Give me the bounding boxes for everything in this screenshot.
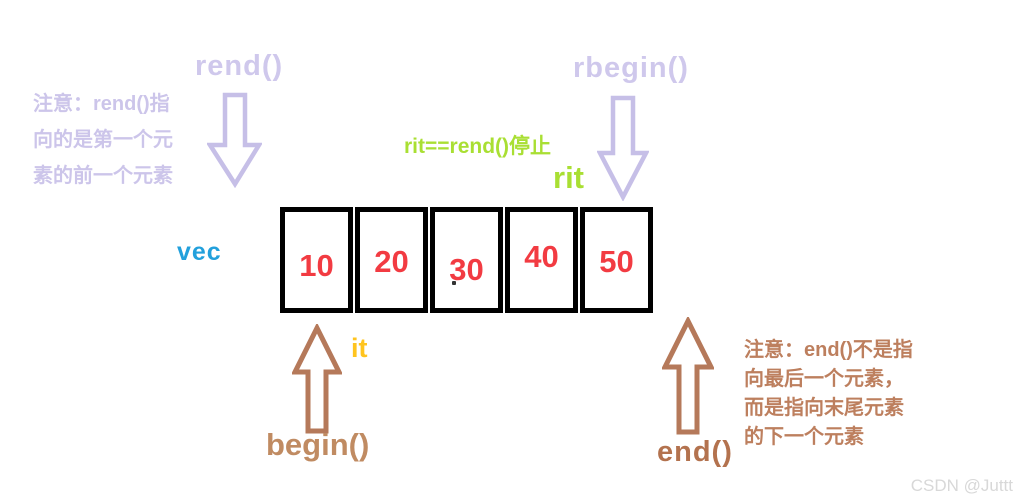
rit-label: rit [553,160,584,195]
array-cell-3: 40 [505,207,578,313]
array-value-1: 20 [374,244,409,279]
rend-note: 注意：rend()指 向的是第一个元 素的前一个元素 [33,86,173,194]
rend-down-arrow-icon [207,92,262,188]
rend-note-line-1: 注意：rend()指 [33,93,170,115]
csdn-watermark: CSDN @Juttt [910,476,1013,495]
rend-label: rend() [195,50,284,82]
rend-note-line-3: 素的前一个元素 [33,165,173,187]
begin-up-arrow-icon [292,324,342,434]
array-value-0: 10 [299,248,334,283]
array-cell-4: 50 [580,207,653,313]
end-note-line-3: 而是指向末尾元素 [744,397,904,419]
array-value-3: 40 [524,239,559,274]
array-cell-0: 10 [280,207,353,313]
array-cell-1: 20 [355,207,428,313]
begin-label: begin() [266,427,370,462]
rbegin-down-arrow-icon [597,95,649,201]
end-label: end() [657,436,733,468]
rbegin-label: rbegin() [573,52,689,84]
vec-label: vec [177,238,222,266]
array-cell-2: 30 [430,207,503,313]
array-value-4: 50 [599,244,634,279]
vector-array: 10 20 30 40 50 [280,207,653,313]
end-up-arrow-icon [662,317,714,435]
rend-note-line-2: 向的是第一个元 [33,129,173,151]
stop-condition-label: rit==rend()停止 [404,135,552,158]
stray-dot [452,281,456,285]
it-label: it [351,333,368,363]
end-note: 注意：end()不是指 向最后一个元素， 而是指向末尾元素 的下一个元素 [744,336,913,452]
end-note-line-1: 注意：end()不是指 [744,339,913,361]
end-note-line-2: 向最后一个元素， [744,368,904,390]
end-note-line-4: 的下一个元素 [744,426,864,448]
